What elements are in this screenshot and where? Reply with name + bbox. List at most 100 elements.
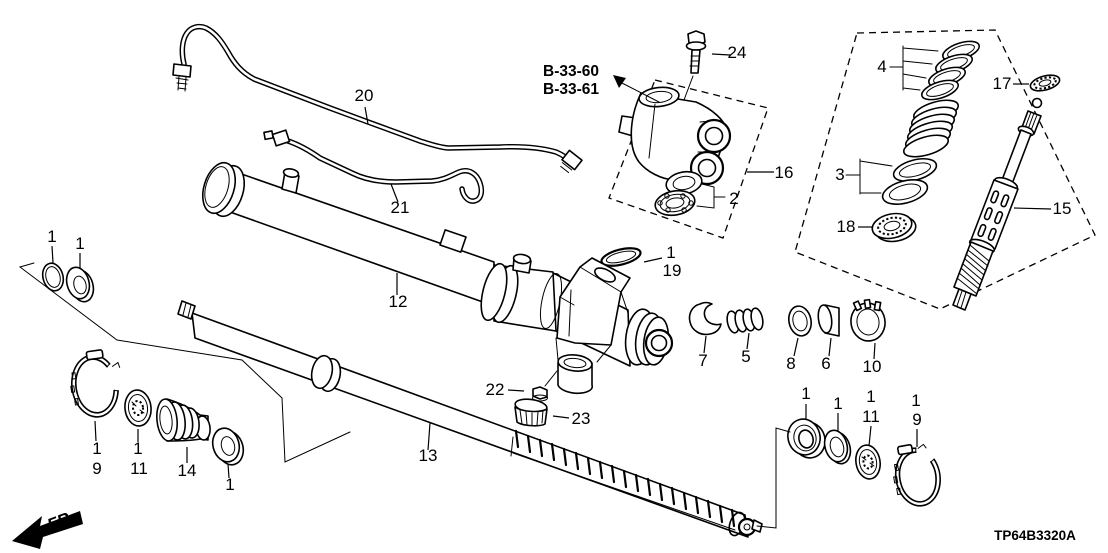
callout-leader-line: [552, 415, 570, 419]
part-callout-9: 9: [912, 410, 921, 429]
ring-icon: [211, 427, 245, 466]
rack-tube-drawing: [201, 161, 495, 307]
feed-pipe-upper-drawing: [172, 23, 583, 174]
tube-mount-block-icon: [439, 229, 467, 253]
diagram-code: TP64B3320A: [994, 528, 1076, 543]
ref-link-b3361: B-33-61: [543, 81, 599, 98]
part-callout-23: 23: [572, 409, 591, 428]
stop-washer-icon: [124, 389, 152, 427]
rack-teeth-icon: [514, 429, 736, 528]
part-callout-18: 18: [837, 217, 856, 236]
fr-direction-arrow: FR.: [12, 507, 83, 549]
ribbed-cap-icon: [514, 398, 548, 427]
reference-arrow-icon: [613, 75, 660, 103]
part-callout-11: 11: [130, 459, 148, 478]
part-callout-8: 8: [786, 354, 795, 373]
callout-leader-line: [868, 425, 872, 447]
valve-sub-assembly-drawing: [845, 40, 1061, 311]
part-callout-1: 1: [225, 475, 234, 494]
part-callout-10: 10: [863, 357, 882, 376]
part-callout-12: 12: [389, 292, 408, 311]
sensor-nut-and-cap: [514, 370, 558, 427]
leader-lines-layer: [51, 53, 1052, 479]
callout-leader-line: [1013, 207, 1052, 210]
part-callout-1: 1: [75, 234, 84, 253]
part-callout-1: 1: [133, 439, 142, 458]
left-boot-kit-group: [41, 262, 245, 466]
snap-ring-drawing: [600, 247, 642, 267]
part-callout-1: 1: [47, 227, 56, 246]
housing-top-stub-icon: [512, 253, 532, 274]
part-callout-7: 7: [698, 351, 707, 370]
part-callout-1: 1: [866, 387, 875, 406]
fr-label: FR.: [45, 507, 77, 535]
pipe-end-fitting-icon: [560, 149, 583, 174]
valve-seal-icon: [665, 170, 703, 196]
callout-leader-line: [828, 337, 832, 357]
part-callout-19: 19: [663, 261, 682, 280]
rack-guide-parts-row: [688, 298, 886, 342]
lock-nut-icon: [850, 298, 886, 342]
part-callout-15: 15: [1053, 199, 1072, 218]
washer-pair-icon: [881, 157, 938, 205]
bolt-icon: [685, 30, 707, 74]
o-ring-icon: [787, 305, 813, 337]
guide-spring-icon: [726, 307, 764, 334]
spring-stack-icon: [902, 99, 960, 158]
part-callout-11: 11: [862, 407, 880, 426]
lock-washer-icon: [1029, 74, 1061, 92]
part-callout-21: 21: [391, 198, 410, 217]
mount-boss-icon: [557, 354, 594, 395]
part-callout-4: 4: [877, 57, 886, 76]
part-callout-14: 14: [178, 461, 197, 480]
callout-leader-line: [873, 342, 876, 360]
part-callout-9: 9: [92, 459, 101, 478]
right-boot-kit-row: [787, 418, 941, 507]
part-callout-1: 1: [801, 384, 810, 403]
part-callout-13: 13: [419, 446, 438, 465]
valve-oil-seal-icon: [871, 212, 917, 243]
callout-bracket: [696, 183, 726, 209]
pipe-flare-nut-icon: [172, 63, 192, 92]
stop-washer-icon: [855, 444, 881, 480]
callout-leader-line: [507, 389, 525, 392]
callout-leader-line: [227, 463, 230, 479]
part-callout-6: 6: [821, 354, 830, 373]
part-callout-17: 17: [993, 74, 1012, 93]
ref-link-b3360: B-33-60: [543, 63, 599, 80]
callout-leader-line: [643, 257, 663, 263]
part-callout-22: 22: [486, 380, 505, 399]
rack-guide-icon: [688, 301, 722, 336]
part-callout-1: 1: [666, 243, 675, 262]
snap-ring-small-icon: [41, 262, 65, 292]
callout-leader-line: [390, 183, 399, 203]
callout-leader-line: [746, 332, 750, 350]
boot-band-icon: [70, 349, 121, 418]
pipe-flare-nut-icon: [263, 129, 291, 147]
valve-bearing-icon: [654, 189, 696, 217]
rack-spline-end-icon: [177, 300, 196, 320]
callout-leader-line: [94, 420, 97, 442]
guide-cap-icon: [817, 304, 840, 337]
valve-pinion-shaft-icon: [952, 97, 1043, 311]
callout-leader-line: [427, 422, 431, 451]
steering-rack-drawing: [177, 300, 763, 538]
ring-icon: [65, 266, 95, 303]
part-callout-2: 2: [729, 189, 738, 208]
tube-fitting-boss-icon: [281, 168, 300, 194]
hex-nut-icon: [532, 386, 548, 402]
valve-body-drawing: [618, 30, 732, 217]
part-callout-16: 16: [775, 163, 794, 182]
callout-bracket: [889, 45, 939, 91]
part-callout-3: 3: [835, 165, 844, 184]
group-bracket-lines: [18, 262, 791, 529]
callout-leader-line: [793, 337, 799, 357]
feed-pipe-lower-drawing: [263, 129, 485, 204]
part-callout-1: 1: [833, 394, 842, 413]
callout-leader-line: [51, 245, 54, 264]
part-callout-1: 1: [911, 391, 920, 410]
callout-bracket: [845, 158, 893, 195]
